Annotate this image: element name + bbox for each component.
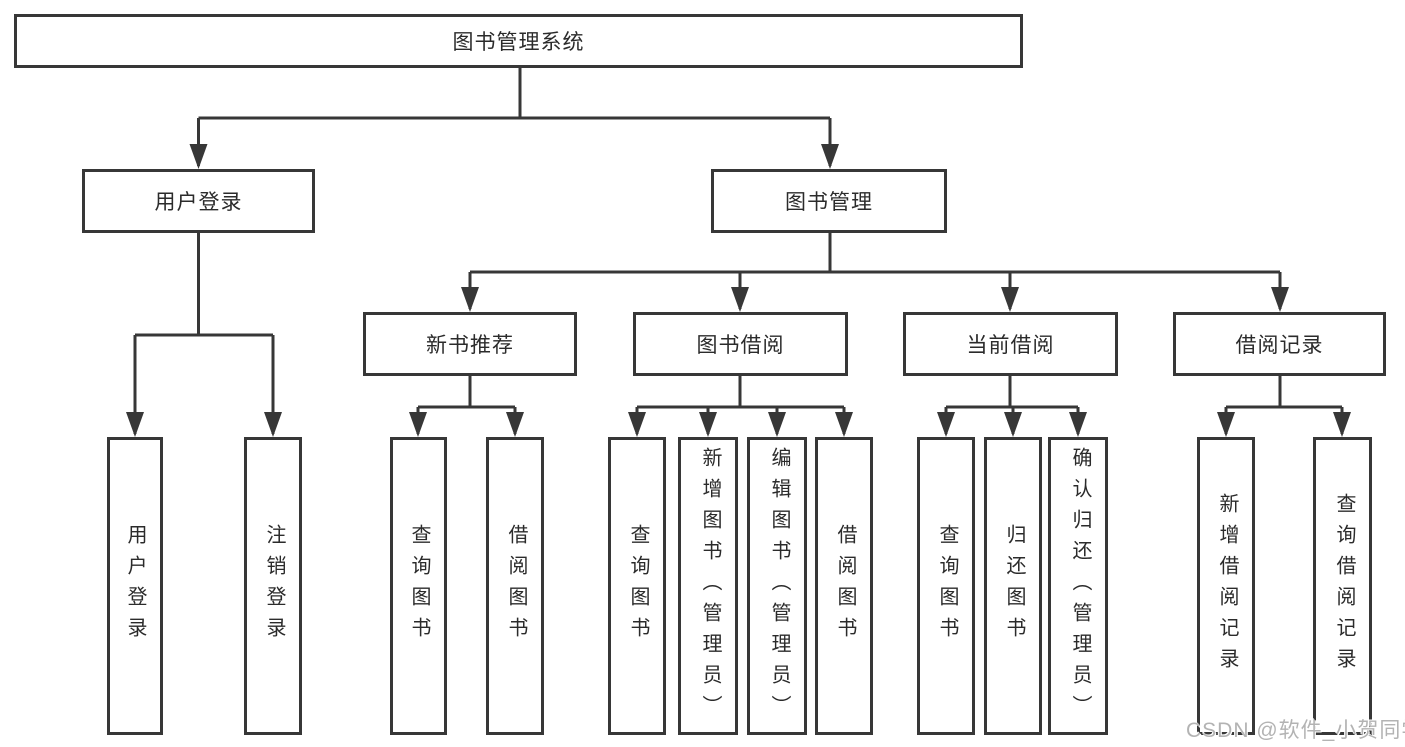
node-user-login: 用户登录: [82, 169, 315, 233]
node-add-books-admin: 新增图书（管理员）: [678, 437, 738, 735]
node-query-borrow-record: 查询借阅记录: [1313, 437, 1372, 735]
node-query-books-borrowing: 查询图书: [608, 437, 666, 735]
node-logout-leaf: 注销登录: [244, 437, 302, 735]
node-borrowing-records: 借阅记录: [1173, 312, 1386, 376]
node-library-management-system: 图书管理系统: [14, 14, 1023, 68]
node-confirm-return-admin: 确认归还（管理员）: [1048, 437, 1108, 735]
node-book-management: 图书管理: [711, 169, 947, 233]
node-book-borrowing: 图书借阅: [633, 312, 848, 376]
node-edit-books-admin: 编辑图书（管理员）: [747, 437, 807, 735]
node-query-books-current: 查询图书: [917, 437, 975, 735]
arrowhead-icons: [126, 144, 1351, 437]
csdn-watermark: CSDN @软件_小贺同学: [1186, 719, 1405, 742]
node-user-login-leaf: 用户登录: [107, 437, 163, 735]
node-return-books: 归还图书: [984, 437, 1042, 735]
node-current-borrowing: 当前借阅: [903, 312, 1118, 376]
node-new-book-recommendation: 新书推荐: [363, 312, 577, 376]
node-query-books-recommend: 查询图书: [390, 437, 447, 735]
node-add-borrow-record: 新增借阅记录: [1197, 437, 1255, 735]
node-borrow-books-recommend: 借阅图书: [486, 437, 544, 735]
node-borrow-books-leaf: 借阅图书: [815, 437, 873, 735]
